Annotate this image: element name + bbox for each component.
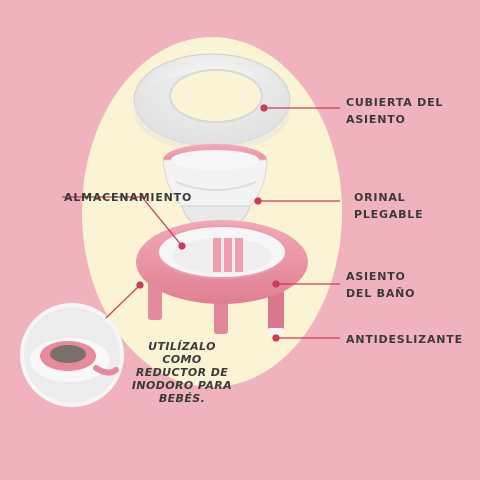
leader-lines [62, 104, 340, 342]
callout-toilet-seat: ASIENTO DEL BAÑO [346, 268, 415, 302]
callout-foldable-potty: ORINAL PLEGABLE [354, 189, 423, 223]
note-line: REDUCTOR DE [135, 366, 229, 379]
callout-seat-cover: CUBIERTA DEL ASIENTO [346, 94, 443, 128]
callout-line: ALMACENAMIENTO [64, 191, 193, 204]
callout-line: CUBIERTA DEL [346, 96, 444, 109]
note-line: BEBÉS. [158, 392, 206, 405]
callout-line: ORINAL [354, 191, 406, 204]
callout-non-slip: ANTIDESLIZANTE [346, 331, 463, 348]
callout-line: PLEGABLE [354, 208, 424, 221]
seat-cover [133, 53, 291, 152]
toilet-seat-base [136, 220, 308, 334]
usage-inset [20, 303, 124, 407]
callout-line: ASIENTO [346, 270, 406, 283]
note-line: UTILÍZALO COMO [148, 340, 216, 366]
note-line: INODORO PARA [131, 379, 233, 392]
callout-line: DEL BAÑO [346, 287, 416, 300]
callout-line: ANTIDESLIZANTE [346, 333, 463, 346]
callout-storage: ALMACENAMIENTO [64, 189, 192, 206]
callout-line: ASIENTO [346, 113, 406, 126]
usage-note: UTILÍZALO COMO REDUCTOR DE INODORO PARA … [128, 340, 236, 405]
